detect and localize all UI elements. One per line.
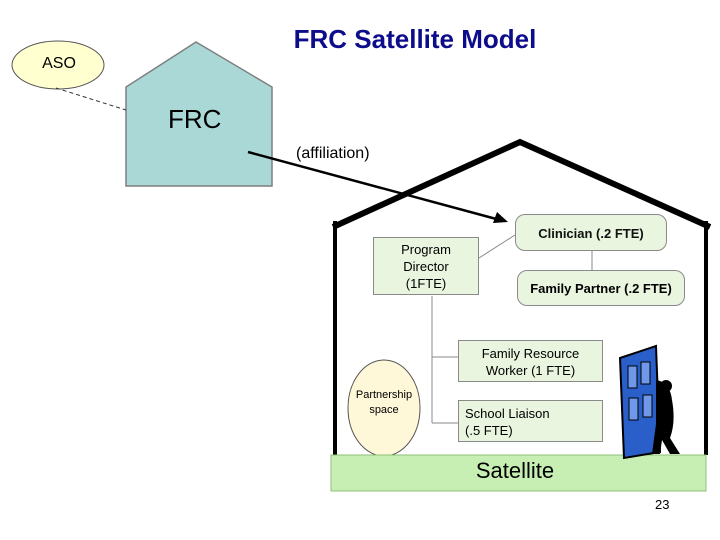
satellite-label: Satellite	[475, 458, 555, 483]
program-director-line3: (1FTE)	[405, 276, 447, 291]
aso-label: ASO	[42, 55, 76, 72]
org-line-pd-clin	[478, 234, 516, 259]
partnership-space-label: Partnership space	[350, 388, 418, 428]
page-number: 23	[655, 497, 670, 512]
affiliation-arrow-line	[247, 150, 501, 222]
frw-line1: Family Resource	[481, 346, 580, 361]
clinician-box: Clinician (.2 FTE)	[515, 214, 667, 251]
aso-frc-dashed-connector	[55, 87, 127, 111]
satellite-roof	[331, 138, 712, 230]
door-icon	[618, 344, 680, 460]
family-resource-worker-box: Family Resource Worker (1 FTE)	[458, 340, 603, 382]
program-director-line2: Director	[403, 259, 449, 274]
program-director-line1: Program	[401, 242, 451, 257]
school-liaison-line1: School Liaison	[465, 406, 550, 421]
program-director-box: Program Director (1FTE)	[373, 237, 479, 295]
frc-house	[125, 41, 273, 187]
frc-label: FRC	[168, 104, 222, 134]
partnership-space-line1: Partnership	[355, 389, 413, 401]
school-liaison-box: School Liaison (.5 FTE)	[458, 400, 603, 442]
slide-title: FRC Satellite Model	[293, 24, 537, 54]
school-liaison-line2: (.5 FTE)	[465, 423, 513, 438]
partnership-space-line2: space	[369, 404, 399, 416]
frw-line2: Worker (1 FTE)	[485, 363, 576, 378]
satellite-base	[330, 454, 707, 492]
affiliation-label: (affiliation)	[296, 145, 370, 162]
affiliation-arrowhead	[493, 212, 508, 223]
family-partner-box: Family Partner (.2 FTE)	[517, 270, 685, 306]
